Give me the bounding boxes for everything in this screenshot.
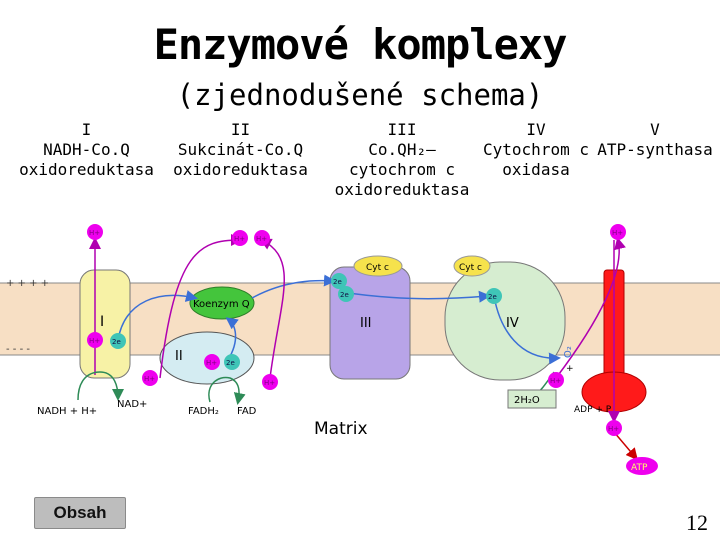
electron-label: 2e xyxy=(226,359,235,367)
proton-label: H+ xyxy=(608,425,619,433)
nadh-label: NADH + H+ xyxy=(37,406,97,417)
fadh2-label: FADH₂ xyxy=(188,406,219,417)
complex-II-label: II xyxy=(175,349,183,364)
proton-bead xyxy=(87,332,103,348)
page-subtitle: (zjednodušené schema) xyxy=(176,78,544,112)
proton-label: H+ xyxy=(206,359,217,367)
electron-label: 2e xyxy=(340,291,349,299)
electron-bead xyxy=(110,333,126,349)
proton-bead xyxy=(610,224,626,240)
label-complex-I: I NADH-Co.Q oxidoreduktasa xyxy=(14,120,159,180)
o2-plus-label: + xyxy=(566,364,574,374)
proton-label: H+ xyxy=(550,377,561,385)
page-number: 12 xyxy=(686,510,708,535)
electron-bead xyxy=(331,273,347,289)
proton-label: H+ xyxy=(89,337,100,345)
fad-label: FAD xyxy=(237,406,257,417)
o2-label: O₂ xyxy=(563,346,574,358)
label-line: oxidoreduktasa xyxy=(19,160,154,179)
electron-bead xyxy=(486,288,502,304)
electron-label: 2e xyxy=(488,293,497,301)
label-line: V xyxy=(650,120,660,139)
complex-III-label: III xyxy=(360,316,372,331)
label-line: Cytochrom c xyxy=(483,140,589,159)
label-line: II xyxy=(230,120,251,139)
proton-label: H+ xyxy=(264,379,275,387)
label-complex-II: II Sukcinát-Co.Q oxidoreduktasa xyxy=(168,120,313,180)
proton-bead xyxy=(548,372,564,388)
proton-label: H+ xyxy=(234,235,245,243)
proton-bead xyxy=(87,224,103,240)
electron-path-I-to-Q xyxy=(117,290,198,341)
label-line: NADH-Co.Q xyxy=(43,140,130,159)
proton-label: H+ xyxy=(144,375,155,383)
proton-bead xyxy=(254,230,270,246)
label-line: Sukcinát-Co.Q xyxy=(177,140,304,159)
label-line: oxidoreduktasa xyxy=(334,180,470,199)
atp-arrow xyxy=(613,431,638,461)
atp-bead xyxy=(626,457,658,475)
electron-bead xyxy=(224,354,240,370)
protons: H+ H+ H+ H+ H+ H+ H+ H+ H+ H+ xyxy=(87,224,626,436)
electron-label: 2e xyxy=(112,338,121,346)
proton-bead xyxy=(606,420,622,436)
nadh-arrow xyxy=(77,371,124,401)
atp-label: ATP xyxy=(631,463,648,473)
label-complex-III: III Co.QH₂– cytochrom c oxidoreduktasa xyxy=(322,120,482,200)
proton-path-III-b xyxy=(259,238,285,379)
label-complex-V: V ATP-synthasa xyxy=(594,120,716,160)
label-line: oxidasa xyxy=(502,160,570,179)
label-line: cytochrom c xyxy=(349,160,455,179)
proton-bead xyxy=(262,374,278,390)
cyt-c-2-label: Cyt c xyxy=(459,263,482,273)
fadh2-arrow xyxy=(208,376,246,405)
label-complex-IV: IV Cytochrom c oxidasa xyxy=(476,120,596,180)
coenzyme-q xyxy=(189,286,255,320)
complex-I-label: I xyxy=(100,314,104,330)
label-line: oxidoreduktasa xyxy=(173,160,308,179)
electron-bead xyxy=(338,286,354,302)
electron-label: 2e xyxy=(333,278,342,286)
label-line: I xyxy=(81,120,92,139)
proton-label: H+ xyxy=(89,229,100,237)
cyt-c-1 xyxy=(353,255,403,277)
nad-label: NAD+ xyxy=(117,399,147,410)
water-box xyxy=(507,389,557,409)
label-line: III xyxy=(387,120,417,139)
minus-charges: - - - - xyxy=(6,344,30,355)
electron-path-Q-to-III xyxy=(251,274,336,299)
proton-label: H+ xyxy=(612,229,623,237)
label-line: Co.QH₂– xyxy=(368,140,436,159)
cyt-c-1-label: Cyt c xyxy=(366,263,389,273)
proton-label: H+ xyxy=(256,235,267,243)
complex-IV xyxy=(444,261,566,381)
label-line: IV xyxy=(526,120,546,139)
coenzyme-q-label: Koenzym Q xyxy=(193,299,250,310)
proton-bead xyxy=(142,370,158,386)
electron-path-IV-to-O2 xyxy=(493,295,561,365)
proton-path-IV xyxy=(555,237,626,379)
electron-path-III-to-cytc xyxy=(347,290,491,303)
proton-bead xyxy=(204,354,220,370)
plus-charges: + + + + xyxy=(6,278,49,289)
electrons: 2e 2e 2e 2e 2e xyxy=(110,273,502,370)
cyt-c-2 xyxy=(453,255,491,277)
page-title: Enzymové komplexy xyxy=(153,20,568,69)
obsah-button[interactable]: Obsah xyxy=(34,497,126,529)
matrix-label: Matrix xyxy=(314,419,368,439)
proton-bead xyxy=(232,230,248,246)
complex-IV-label: IV xyxy=(506,316,519,331)
label-line: ATP-synthasa xyxy=(597,140,713,159)
complex-I xyxy=(79,269,131,379)
proton-path-III-a xyxy=(159,234,243,379)
adp-label: ADP + P xyxy=(574,405,612,415)
water-label: 2H₂O xyxy=(514,395,540,406)
